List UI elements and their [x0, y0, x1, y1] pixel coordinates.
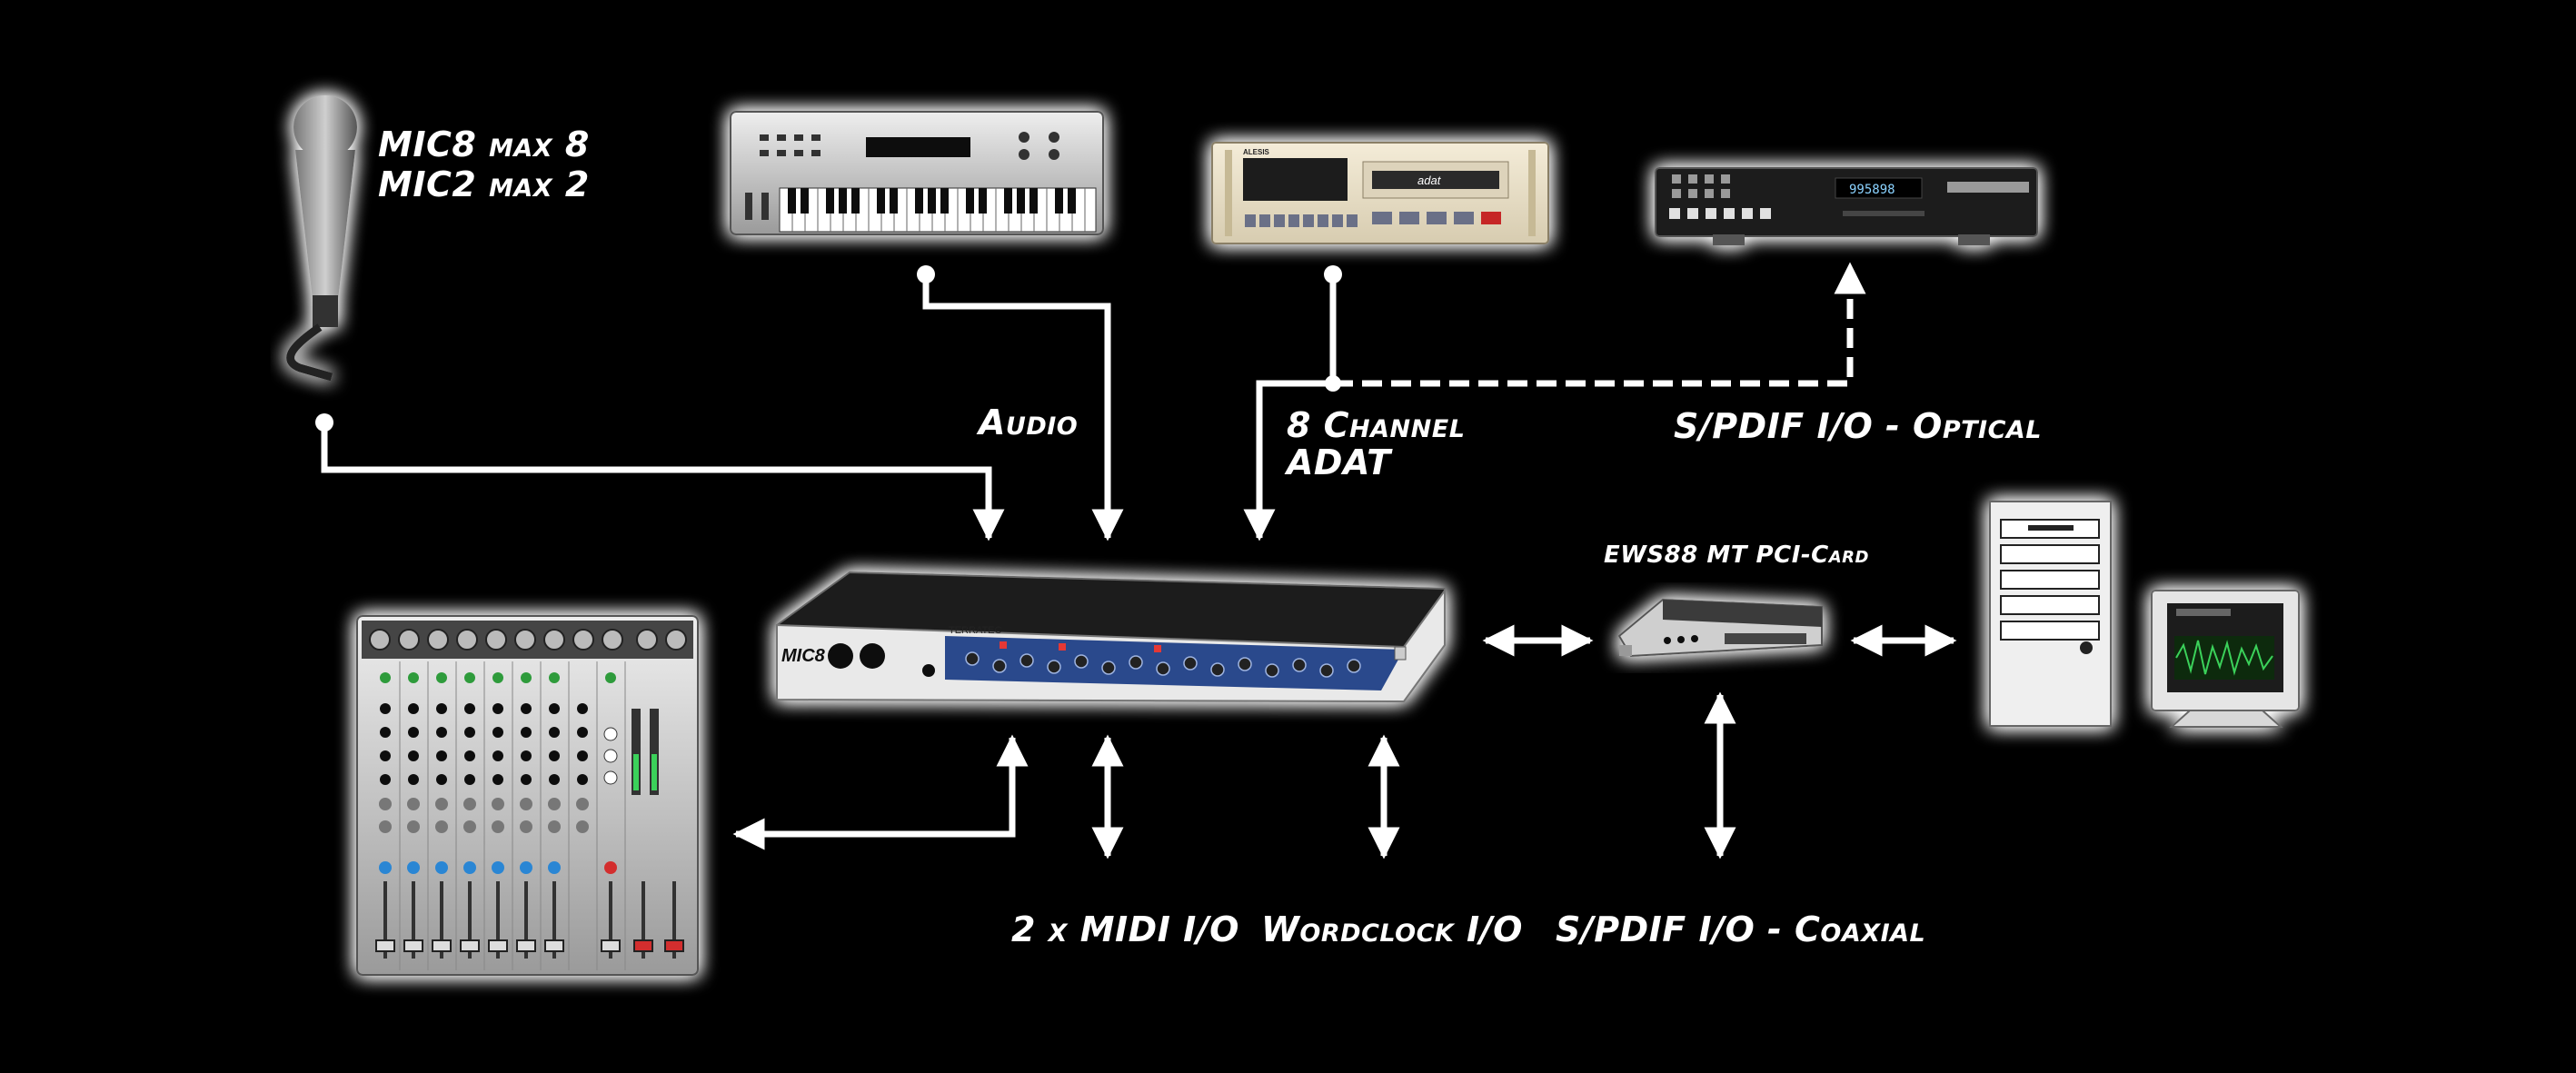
wordclock-io-label: Wordclock I/O	[1261, 909, 1523, 949]
spdif-optical-label: S/PDIF I/O - Optical	[1674, 406, 2042, 446]
monitor-icon	[2151, 590, 2300, 728]
midi-io-label: 2 x MIDI I/O	[1011, 909, 1239, 949]
microphone-icon	[286, 95, 357, 382]
adat-label-line2: ADAT	[1287, 442, 1391, 482]
pc-tower-icon	[1989, 501, 2112, 727]
mic8-model-text: MIC8	[781, 646, 826, 666]
spdif-coaxial-label: S/PDIF I/O - Coaxial	[1556, 909, 1926, 949]
keyboard-audio-line	[922, 274, 1124, 541]
adat-label-line1: 8 Channel	[1287, 405, 1466, 445]
mic-capacity-label-1: MIC8 max 8	[378, 124, 590, 164]
dat-display-text: 995898	[1849, 183, 1895, 197]
keyboard-synth-icon	[730, 111, 1104, 235]
audio-label: Audio	[979, 402, 1079, 442]
mic8-brand-text: TERRATEC	[949, 625, 1002, 636]
adat-brand-text: ALESIS	[1243, 148, 1270, 156]
spdif-optical-line	[1333, 262, 1866, 387]
mic8-interface-icon: MIC8 TERRATEC	[776, 571, 1446, 703]
mic-to-mic8-line	[321, 422, 1005, 541]
pci-card-label: EWS88 MT PCI-Card	[1604, 541, 1869, 569]
pci-card-icon	[1617, 598, 1823, 658]
connections	[315, 262, 1957, 859]
adat-line	[1243, 274, 1337, 541]
dat-recorder-icon: 995898	[1655, 167, 2038, 245]
adat-recorder-icon: ALESIS adat	[1211, 142, 1549, 244]
mixer-console-icon	[356, 615, 699, 976]
mixer-line	[732, 734, 1029, 850]
mic-capacity-label-2: MIC2 max 2	[378, 164, 590, 204]
adat-logo-text: adat	[1417, 174, 1442, 187]
